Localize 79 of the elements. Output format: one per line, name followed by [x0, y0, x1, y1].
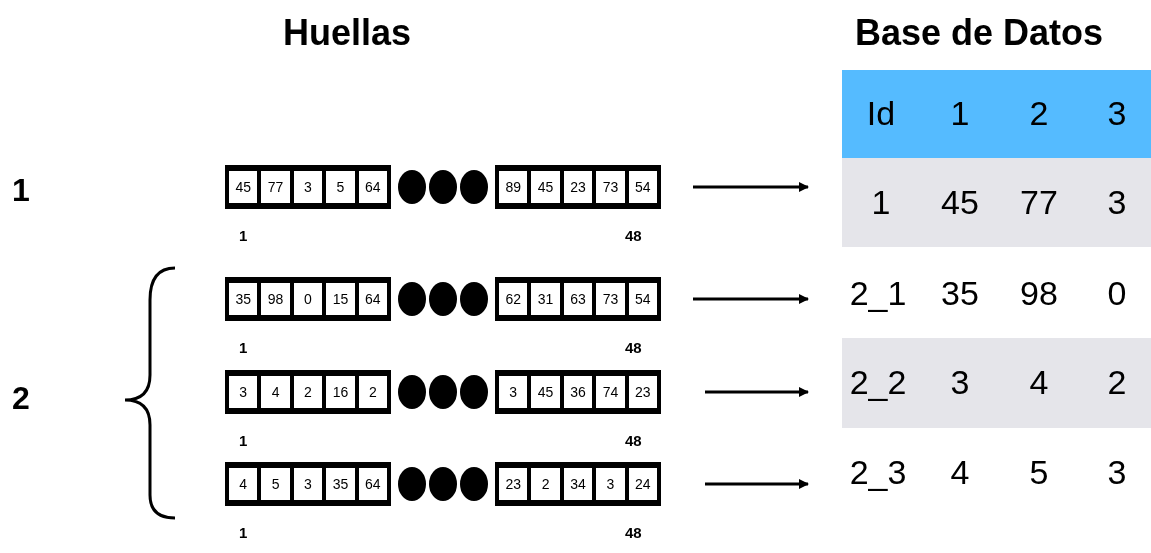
group-number: 2: [12, 380, 30, 417]
index-label: 48: [625, 227, 642, 244]
arrow: [705, 387, 809, 397]
array-cell: 23: [499, 468, 528, 500]
section-title: Base de Datos: [855, 12, 1104, 54]
column-header: 2: [1028, 94, 1050, 133]
array-cell: 54: [628, 171, 658, 203]
table-cell-text: 5: [1028, 453, 1050, 492]
array-cell: 16: [326, 376, 355, 408]
table-cell-text: 77: [1019, 182, 1059, 222]
table-cell: 2_3: [848, 453, 908, 492]
array-cell: 36: [563, 376, 593, 408]
arrow: [693, 182, 809, 192]
array-cell: 2: [293, 376, 323, 408]
array-cell: 4: [261, 376, 290, 408]
index-label: 48: [625, 339, 642, 356]
array-cell: 62: [499, 283, 528, 315]
array-cell: 5: [326, 171, 355, 203]
table-row: [842, 158, 1151, 247]
array-cell: 15: [326, 283, 355, 315]
array-cell: 63: [563, 283, 593, 315]
arrow: [693, 294, 809, 304]
table-row: [842, 338, 1151, 428]
array-cell: 23: [563, 171, 593, 203]
array-cell: 0: [293, 283, 323, 315]
table-cell-text: 2: [1106, 363, 1128, 402]
array-cell: 3: [596, 468, 625, 500]
column-header: Id: [865, 94, 897, 133]
index-label: 1: [239, 227, 248, 244]
array-cell: 3: [229, 376, 258, 408]
table-cell-text: 3: [1106, 182, 1128, 222]
array-cell: 54: [628, 283, 658, 315]
array-cell: 64: [358, 468, 388, 500]
array-cell: 35: [229, 283, 258, 315]
table-cell-text: 3: [1106, 453, 1128, 492]
array-cell: 3: [293, 468, 323, 500]
group-number: 1: [12, 172, 30, 209]
array-cell: 24: [628, 468, 658, 500]
array-cell: 4: [229, 468, 258, 500]
table-cell-text: 3: [949, 363, 971, 402]
table-cell-text: 35: [940, 273, 980, 313]
table-cell-text: 0: [1106, 273, 1128, 313]
array-cell: 34: [563, 468, 593, 500]
array-cell: 2: [358, 376, 388, 408]
table-cell-text: 4: [949, 453, 971, 492]
index-label: 1: [239, 432, 248, 449]
column-header: 3: [1106, 94, 1128, 133]
array-cell: 73: [596, 283, 625, 315]
array-cell: 2: [531, 468, 560, 500]
table-cell: 2_2: [848, 363, 908, 402]
array-cell: 74: [596, 376, 625, 408]
column-header: 1: [949, 94, 971, 133]
array-cell: 64: [358, 283, 388, 315]
array-cell: 45: [531, 171, 560, 203]
table-cell-text: 45: [940, 182, 980, 222]
section-title: Huellas: [283, 12, 412, 54]
index-label: 1: [239, 339, 248, 356]
arrow: [705, 479, 809, 489]
array-cell: 89: [499, 171, 528, 203]
table-cell-text: 98: [1019, 273, 1059, 313]
index-label: 48: [625, 524, 642, 541]
array-cell: 98: [261, 283, 290, 315]
table-cell-text: 4: [1028, 363, 1050, 402]
array-cell: 45: [229, 171, 258, 203]
array-cell: 64: [358, 171, 388, 203]
array-cell: 31: [531, 283, 560, 315]
index-label: 48: [625, 432, 642, 449]
table-cell: 2_1: [848, 273, 908, 313]
index-label: 1: [239, 524, 248, 541]
array-cell: 73: [596, 171, 625, 203]
array-cell: 3: [293, 171, 323, 203]
array-cell: 3: [499, 376, 528, 408]
array-cell: 5: [261, 468, 290, 500]
array-cell: 45: [531, 376, 560, 408]
array-cell: 23: [628, 376, 658, 408]
table-header-row: [842, 70, 1151, 158]
table-cell-text: 1: [870, 182, 892, 222]
array-cell: 77: [261, 171, 290, 203]
array-cell: 35: [326, 468, 355, 500]
